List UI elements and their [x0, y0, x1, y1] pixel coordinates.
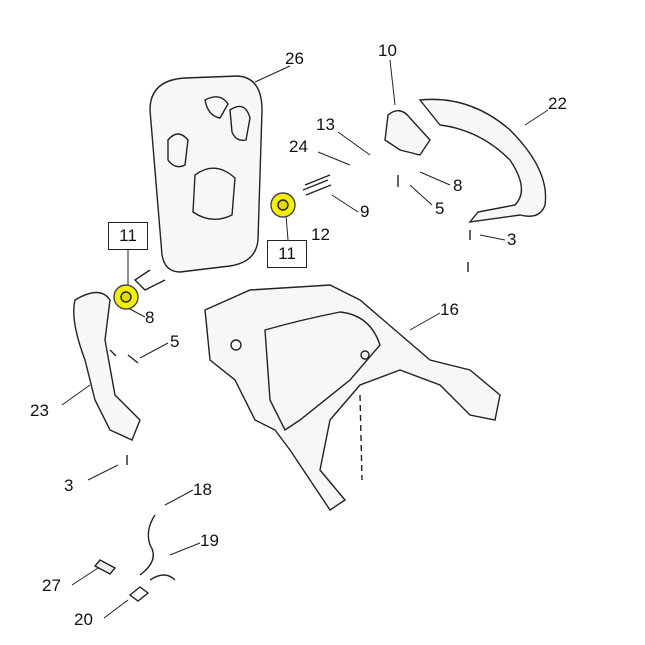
part-23-left-handle — [73, 291, 141, 441]
part-27-plug — [93, 559, 117, 575]
callout-18: 18 — [193, 480, 212, 499]
part-26-handle-housing — [149, 75, 263, 273]
callout-3-left: 3 — [64, 476, 74, 495]
part-20-clip — [128, 586, 150, 602]
part-22-front-handle — [418, 98, 547, 223]
callout-27: 27 — [42, 576, 61, 595]
callout-24: 24 — [289, 137, 308, 156]
callout-20: 20 — [74, 610, 93, 629]
callout-16: 16 — [440, 300, 459, 319]
callout-5-left: 5 — [170, 332, 180, 351]
callout-23: 23 — [30, 401, 49, 420]
callout-10: 10 — [378, 41, 397, 60]
callout-12: 12 — [311, 225, 330, 244]
part-10-bracket — [384, 110, 431, 156]
boxed-callout-11-right: 11 — [267, 240, 307, 268]
part-26-window — [192, 167, 236, 220]
callout-9: 9 — [360, 202, 370, 221]
part-16-cover — [204, 284, 501, 511]
callout-8-left: 8 — [145, 308, 155, 327]
part-18-cable — [139, 514, 156, 576]
part-9-spring — [302, 174, 332, 196]
part-19-screw — [149, 574, 176, 581]
callout-19: 19 — [200, 531, 219, 550]
callout-13: 13 — [316, 115, 335, 134]
boxed-callout-11-left: 11 — [108, 222, 148, 250]
callout-22: 22 — [548, 94, 567, 113]
callout-8-right: 8 — [453, 176, 463, 195]
callout-3-right: 3 — [507, 230, 517, 249]
callout-5-right: 5 — [435, 199, 445, 218]
callout-26: 26 — [285, 49, 304, 68]
